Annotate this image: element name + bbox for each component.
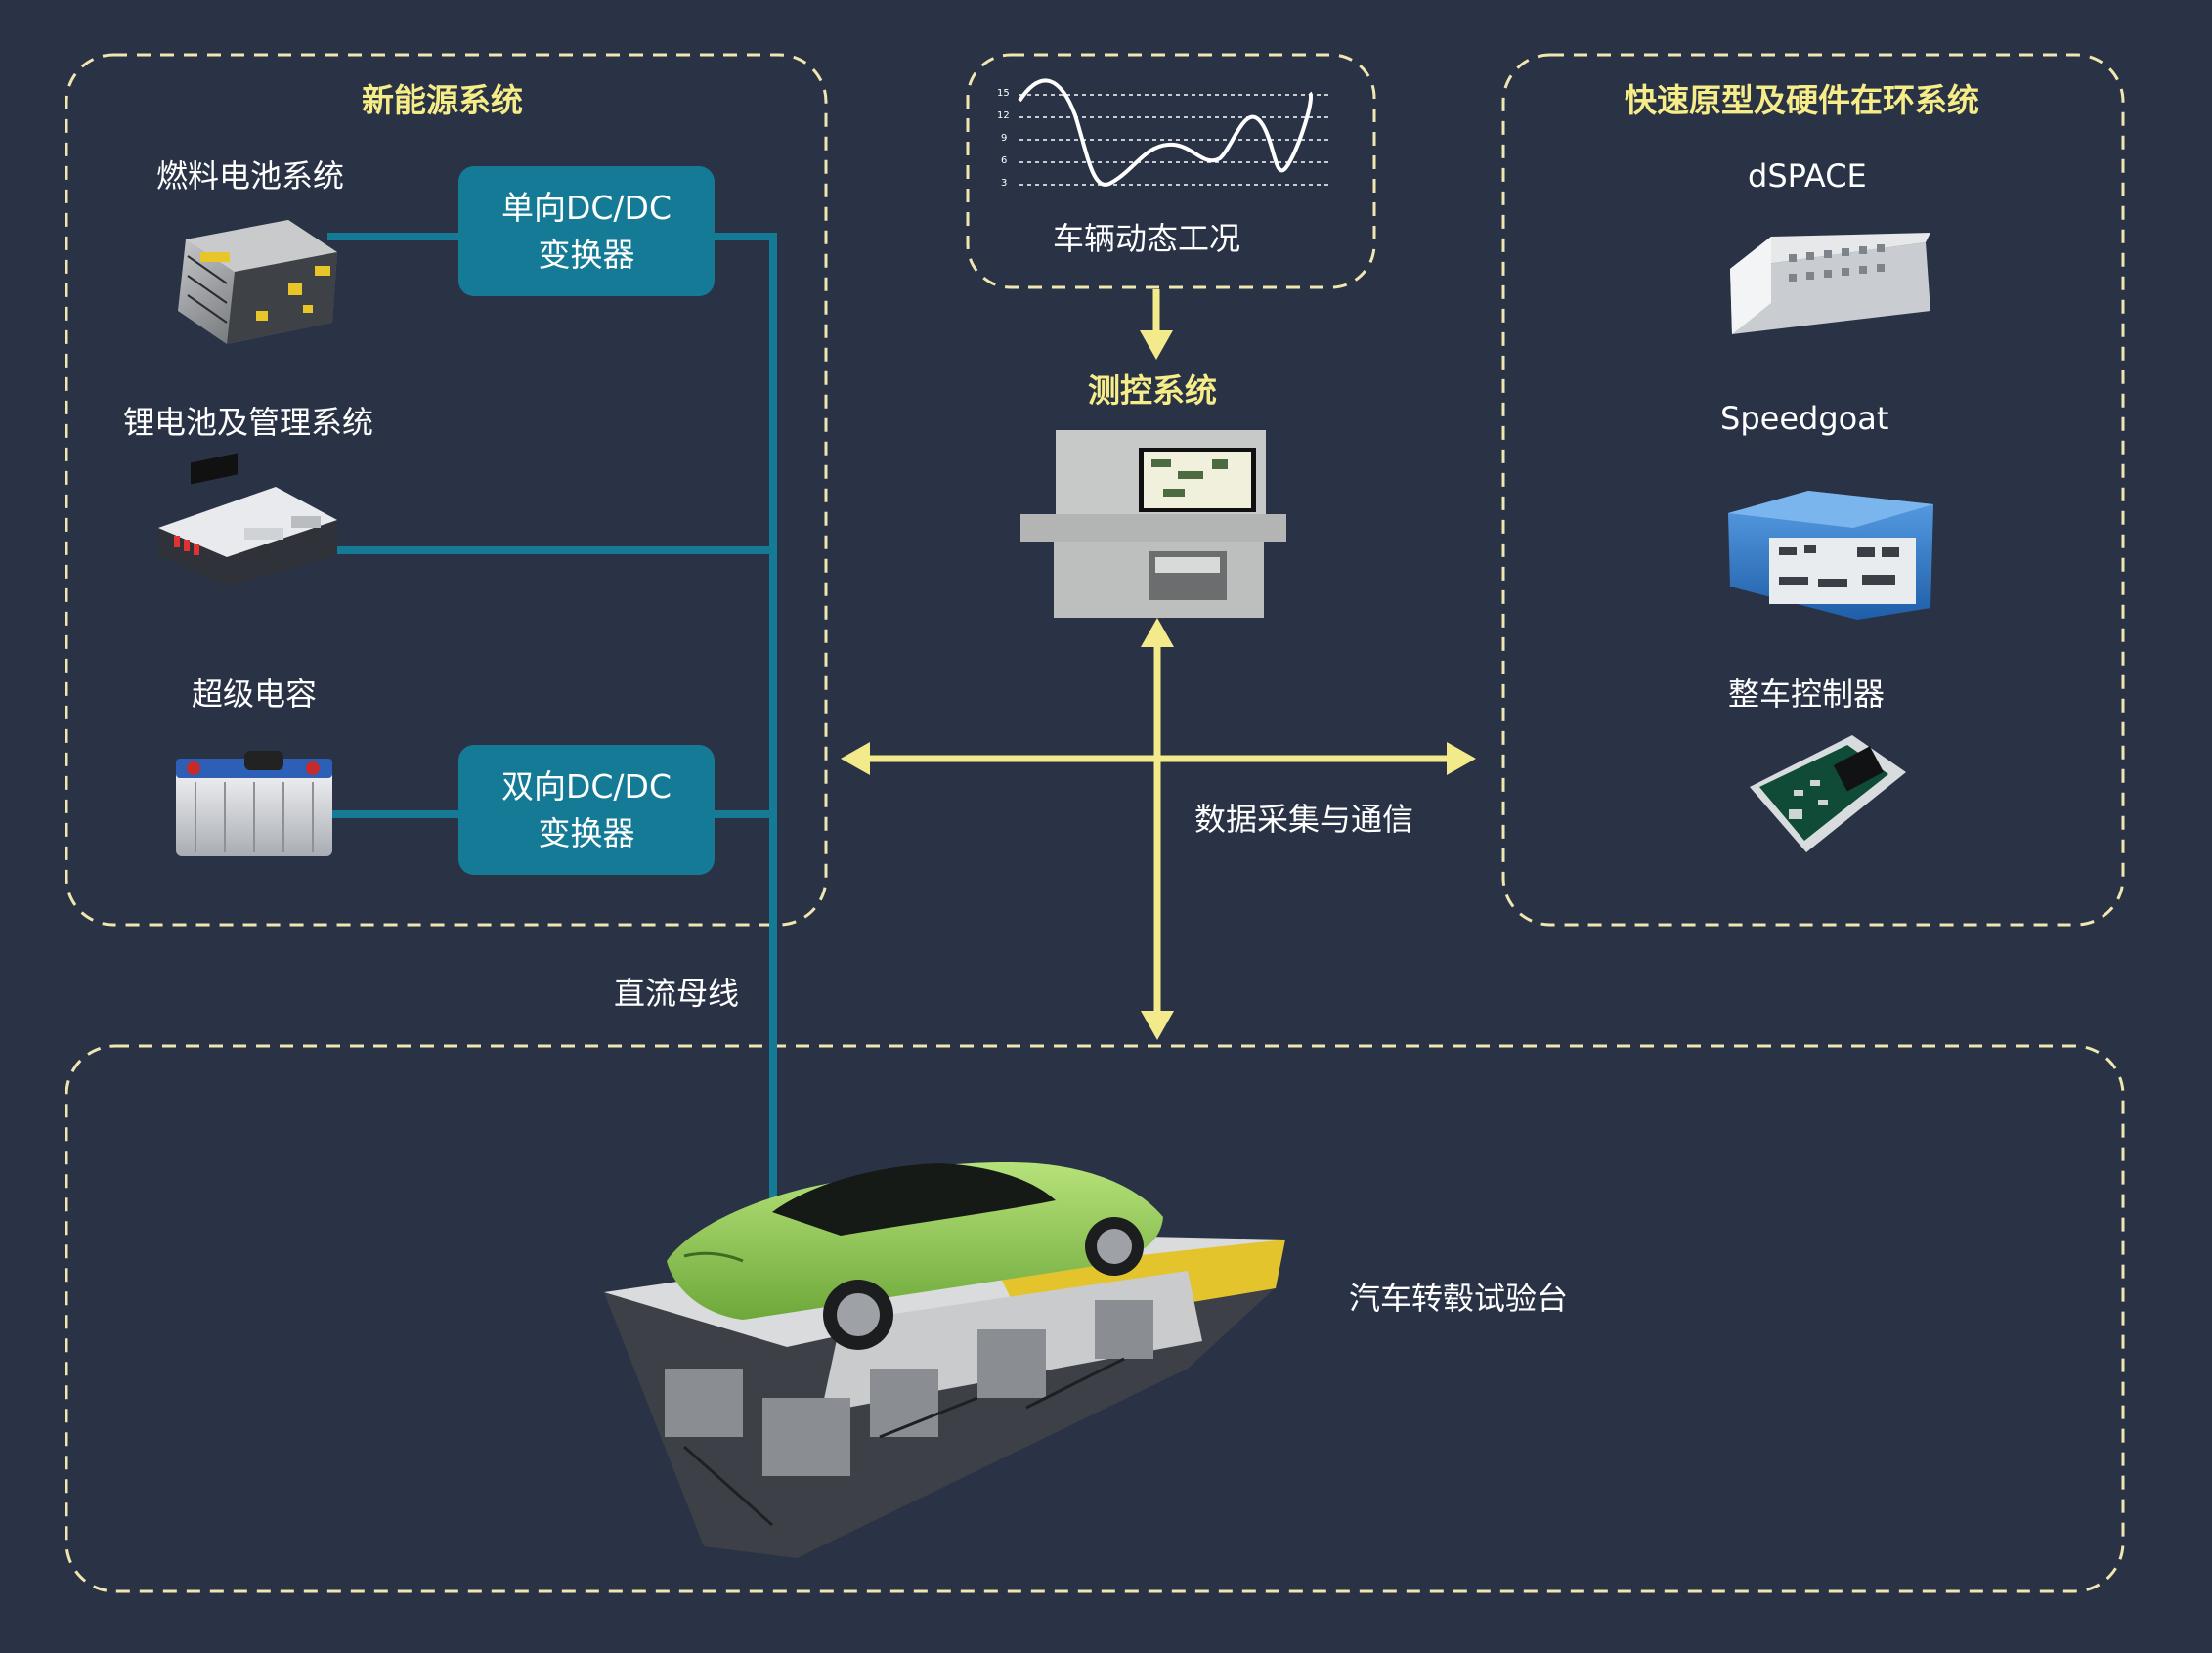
- unidirectional-dcdc-converter: 单向DC/DC 变换器: [458, 166, 715, 296]
- dspace-label: dSPACE: [1748, 157, 1867, 195]
- condition-y-tick-15: 15: [997, 88, 1010, 99]
- battery-pack-icon: [158, 453, 337, 587]
- condition-y-tick-9: 9: [1001, 133, 1008, 144]
- bidirectional-dcdc-converter: 双向DC/DC 变换器: [458, 745, 715, 875]
- vehicle-condition-label: 车辆动态工况: [1053, 220, 1241, 257]
- new-energy-title: 新能源系统: [362, 81, 523, 119]
- speedgoat-box-icon: [1728, 491, 1933, 620]
- new-energy-group-frame: [65, 53, 828, 927]
- fuel-cell-stack-icon: [178, 220, 337, 344]
- data-acquisition-label: 数据采集与通信: [1194, 801, 1414, 838]
- dspace-box-icon: [1730, 233, 1930, 334]
- dynamometer-label: 汽车转毂试验台: [1349, 1280, 1569, 1317]
- test-console-icon: [1020, 430, 1286, 618]
- dc-bus-label: 直流母线: [614, 975, 740, 1012]
- circuit-board-icon: [1750, 735, 1906, 852]
- condition-y-tick-3: 3: [1001, 178, 1008, 189]
- speedgoat-label: Speedgoat: [1720, 400, 1889, 437]
- unidirectional-dcdc-line2: 变换器: [538, 235, 635, 274]
- fuel-cell-label: 燃料电池系统: [156, 157, 345, 195]
- rapid-prototype-title: 快速原型及硬件在环系统: [1625, 81, 1979, 119]
- condition-y-tick-6: 6: [1001, 155, 1008, 166]
- supercapacitor-label: 超级电容: [192, 675, 318, 713]
- condition-y-tick-12: 12: [997, 110, 1010, 121]
- lithium-battery-label: 锂电池及管理系统: [123, 404, 374, 441]
- condition-curve-line: [1018, 78, 1313, 187]
- measurement-title: 测控系统: [1088, 371, 1217, 410]
- unidirectional-dcdc-line1: 单向DC/DC: [500, 188, 672, 227]
- dynamometer-group-frame: [65, 1044, 2125, 1593]
- condition-curve-plot: [1018, 78, 1331, 187]
- supercapacitor-icon: [176, 751, 332, 856]
- dc-bus-wiring: [327, 233, 777, 1212]
- bidirectional-dcdc-line2: 变换器: [538, 813, 635, 852]
- vehicle-condition-frame: [966, 53, 1376, 289]
- sports-car-icon: [667, 1162, 1163, 1350]
- vcu-label: 整车控制器: [1728, 675, 1886, 713]
- bidirectional-dcdc-line1: 双向DC/DC: [500, 766, 672, 805]
- rapid-prototype-group-frame: [1501, 53, 2125, 927]
- data-flow-arrows: [841, 289, 1476, 1040]
